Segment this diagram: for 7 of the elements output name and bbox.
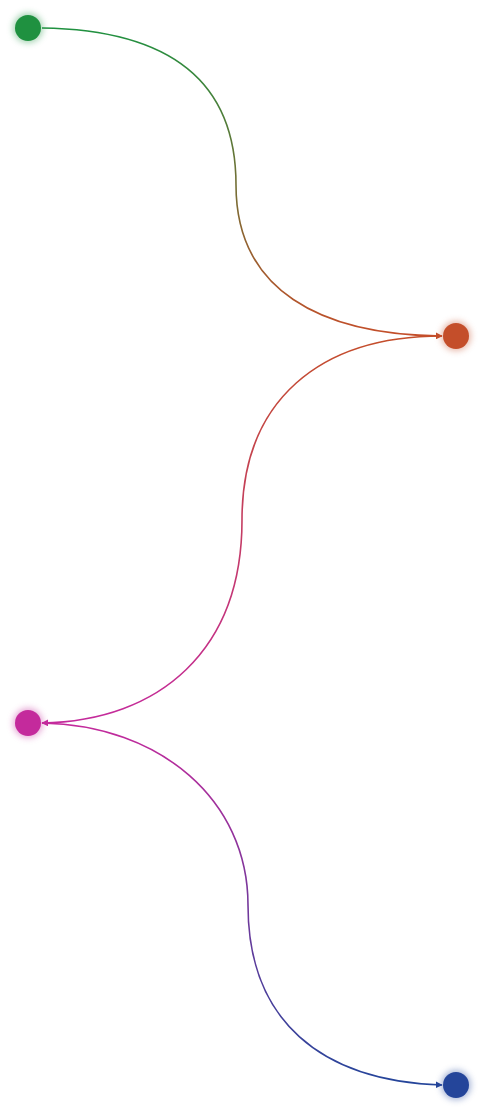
curved-arrow xyxy=(41,722,443,1088)
circle-marker xyxy=(443,1072,469,1098)
circle-marker xyxy=(15,710,41,736)
curved-arrow xyxy=(41,335,443,727)
curved-arrow xyxy=(41,27,443,340)
circle-marker xyxy=(15,15,41,41)
circle-marker xyxy=(443,323,469,349)
